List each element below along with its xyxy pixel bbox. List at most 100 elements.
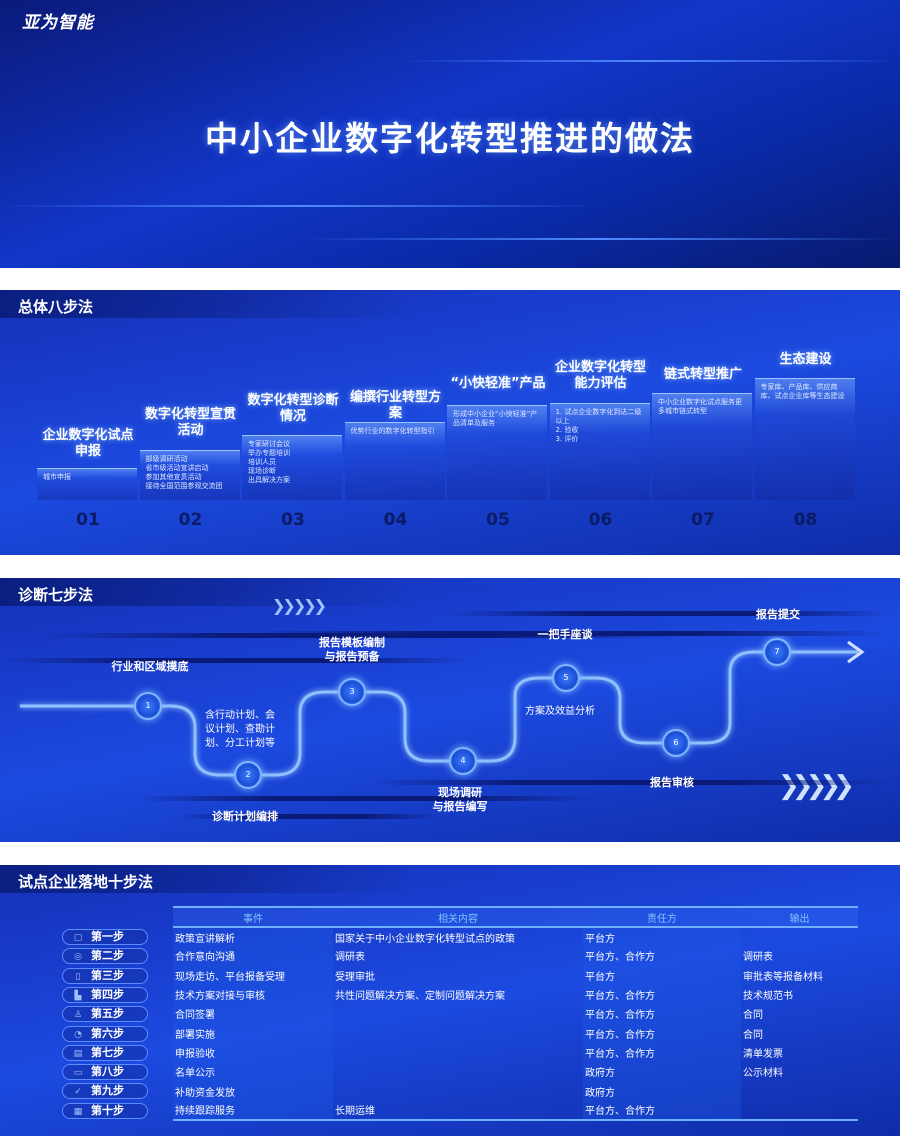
- page-title: 中小企业数字化转型推进的做法: [205, 119, 695, 158]
- step-label: 一把手座谈: [537, 628, 593, 641]
- step-pill-label: 第七步: [91, 1045, 124, 1059]
- cell-event: 申报验收: [173, 1042, 333, 1063]
- cell-output: 调研表: [743, 952, 773, 964]
- step-pill: ▭第八步: [62, 1064, 148, 1081]
- cell-output: 合同: [743, 1010, 763, 1022]
- column-header: 责任方: [583, 906, 741, 928]
- table-row: 技术方案对接与审核共性问题解决方案、定制问题解决方案 平台方、合作方技术规范书: [173, 984, 858, 1005]
- cell-event: 合同签署: [173, 1004, 333, 1024]
- step-description: 部级调研活动省市级活动宣讲启动参加其他宣贯活动接待全国范围参观交流团: [139, 450, 240, 500]
- description-line: 省市级活动宣讲启动: [145, 464, 209, 472]
- decor-line: [400, 60, 900, 62]
- step-pill-label: 第八步: [91, 1065, 124, 1079]
- description-line: 形成中小企业“小快轻准”产品清单及服务: [453, 410, 538, 427]
- cell-event: 技术方案对接与审核: [173, 984, 333, 1005]
- cell-party: 平台方、合作方: [583, 1042, 741, 1063]
- table-row: 合作意向沟通调研表平台方、合作方调研表: [173, 946, 858, 966]
- step-label: 行业和区域摸底: [111, 660, 189, 673]
- step-pill: ▤第七步: [62, 1044, 148, 1061]
- table-row: 持续跟踪服务长期运维平台方、合作方: [173, 1100, 858, 1121]
- description-line: 培训人员: [248, 458, 276, 466]
- cell-event: 补助资金发放: [173, 1081, 333, 1101]
- section-heading: 试点企业落地十步法: [0, 865, 420, 893]
- description-line: 接待全国范围参观交流团: [145, 482, 223, 490]
- user-icon: ♙: [73, 1010, 83, 1021]
- cell-party: 平台方: [583, 927, 741, 947]
- cell-event: 现场走访、平台报备受理: [173, 965, 333, 985]
- step-card: 链式转型推广中小企业数字化试点服务更多城市链式转型: [652, 367, 754, 500]
- description-line: 参加其他宣贯活动: [145, 473, 202, 481]
- table-row: 合同签署平台方、合作方合同: [173, 1004, 858, 1024]
- step-pill: ▙ 第四步: [62, 986, 148, 1003]
- step-pill-label: 第一步: [91, 930, 124, 943]
- cell-party: 政府方: [583, 1062, 741, 1082]
- column-header: 相关内容: [333, 906, 583, 928]
- step-pill-label: 第四步: [91, 987, 124, 1001]
- description-line: 1. 试点企业数字化到达二级以上: [555, 408, 642, 425]
- cell-event: 合作意向沟通: [173, 946, 333, 966]
- step-number: 08: [793, 510, 818, 530]
- cell-output: [741, 1100, 858, 1121]
- step-pill: ♙第五步: [62, 1006, 148, 1023]
- step-pill: ◔第六步: [62, 1025, 148, 1042]
- section-heading: 总体八步法: [0, 290, 420, 318]
- step-note: 含行动计划、会议计划、查勘计划、分工计划等: [205, 710, 275, 749]
- table-row: 部署实施平台方、合作方合同: [173, 1023, 858, 1043]
- label-bar: [180, 814, 440, 819]
- cell-output: 技术规范书: [743, 991, 793, 1003]
- ten-step-table: 事件 相关内容 责任方 输出 政策宣讲解析国家关于中小企业数字化转型试点的政策平…: [173, 906, 858, 1121]
- label-bar: [240, 631, 890, 636]
- label-bar: [0, 658, 470, 663]
- step-pill-label: 第二步: [91, 949, 124, 963]
- step-label: 报告模板编制与报告预备: [319, 636, 385, 663]
- cell-content: [333, 1043, 583, 1062]
- decor-line: [0, 205, 600, 207]
- brand-logo: 亚为智能: [22, 8, 94, 33]
- step-pill: ✓第九步: [62, 1083, 148, 1100]
- chevrons-icon: ❯❯❯❯❯: [778, 771, 855, 801]
- step-title: 企业数字化试点申报: [42, 428, 134, 459]
- step-description: 优势行业的数字化转型指引: [344, 422, 445, 500]
- cell-output: 合同: [743, 1029, 763, 1041]
- cell-content: 共性问题解决方案、定制问题解决方案: [335, 991, 505, 1003]
- step-title: “小快轻准”产品: [450, 376, 546, 391]
- cell-event: 政策宣讲解析: [173, 927, 333, 947]
- cell-event: 持续跟踪服务: [173, 1100, 333, 1121]
- step-label: 报告提交: [756, 608, 800, 621]
- step-title: 生态建设: [779, 352, 832, 367]
- step-pill-label: 第十步: [91, 1103, 124, 1117]
- step-card: 数字化转型宣贯活动部级调研活动省市级活动宣讲启动参加其他宣贯活动接待全国范围参观…: [139, 407, 242, 500]
- step-number: 05: [486, 510, 510, 530]
- description-line: 部级调研活动: [145, 455, 188, 463]
- chart-icon: ▙: [74, 990, 82, 1001]
- step-node: 1: [134, 692, 162, 720]
- cell-content: [333, 1062, 583, 1081]
- cell-output: [741, 1081, 858, 1100]
- step-number: 07: [691, 510, 715, 530]
- step-number: 04: [383, 510, 408, 530]
- label-bar: [450, 611, 890, 616]
- step-pill: ▢ 第一步: [62, 929, 148, 945]
- step-note: 方案及效益分析: [525, 706, 595, 717]
- step-card: “小快轻准”产品形成中小企业“小快轻准”产品清单及服务: [447, 376, 549, 500]
- document-icon: ▢: [73, 933, 83, 943]
- cell-output: 审批表等报备材料: [743, 971, 823, 983]
- cell-content: 调研表: [335, 952, 365, 964]
- description-line: 举办专题培训: [248, 449, 290, 457]
- step-title: 编撰行业转型方案: [349, 390, 441, 421]
- label-bar: [370, 780, 890, 785]
- cell-output: [741, 927, 858, 946]
- step-description: 形成中小企业“小快轻准”产品清单及服务: [447, 405, 547, 500]
- description-line: 专家研讨会议: [248, 440, 290, 448]
- step-description: 城市申报: [37, 468, 137, 500]
- step-pill: ▯第三步: [62, 967, 148, 984]
- step-node: 7: [763, 638, 791, 666]
- hero-banner: 亚为智能 中小企业数字化转型推进的做法: [0, 0, 900, 268]
- cell-party: 平台方、合作方: [583, 984, 741, 1005]
- description-line: 优势行业的数字化转型指引: [350, 427, 435, 435]
- cell-content: [333, 1023, 583, 1042]
- step-card: 编撰行业转型方案优势行业的数字化转型指引: [344, 390, 447, 500]
- table-row: 政策宣讲解析国家关于中小企业数字化转型试点的政策平台方: [173, 927, 858, 947]
- table-row: 现场走访、平台报备受理受理审批平台方审批表等报备材料: [173, 965, 858, 985]
